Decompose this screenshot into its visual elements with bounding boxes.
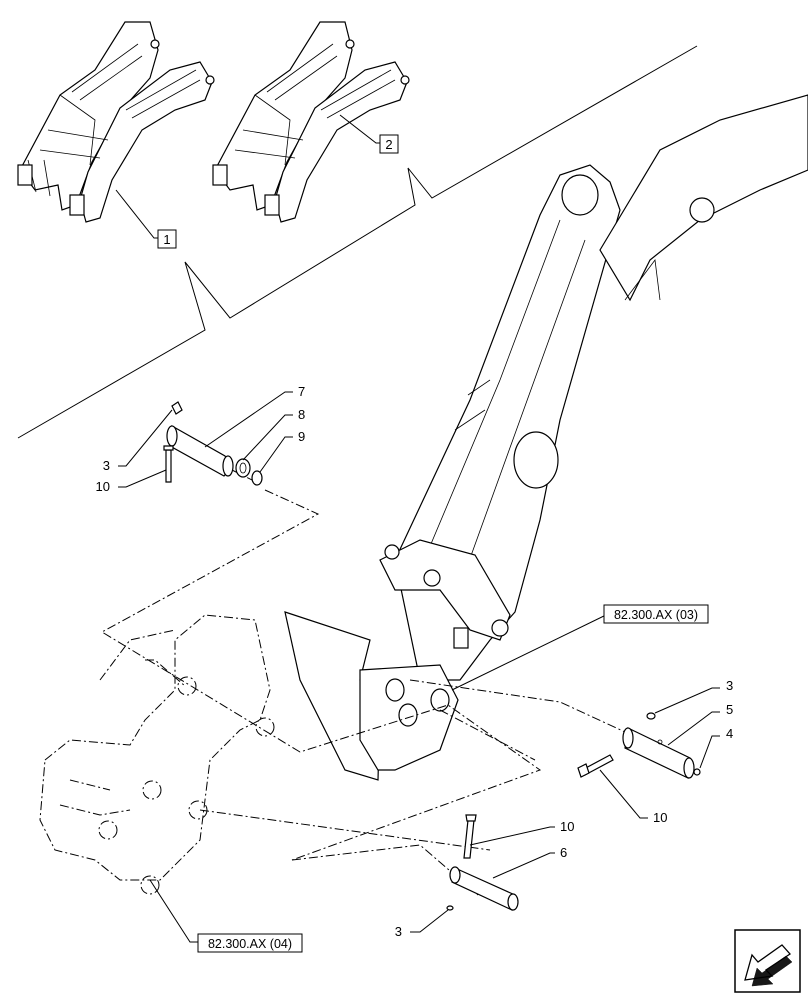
reference-top-label: 82.300.AX (03) [614, 608, 698, 622]
leader-3c [410, 909, 449, 933]
leader-10a [118, 469, 167, 488]
bottom-pin-group [446, 814, 519, 911]
callout-9: 9 [298, 429, 305, 444]
callout-box-2: 2 [379, 134, 399, 154]
leader-9 [259, 436, 293, 473]
leader-10c [469, 826, 555, 846]
callout-10b: 10 [653, 810, 667, 825]
callout-5: 5 [726, 702, 733, 717]
reference-box-bottom[interactable]: 82.300.AX (04) [197, 933, 303, 953]
reference-box-top[interactable]: 82.300.AX (03) [603, 604, 709, 624]
callout-3c: 3 [395, 924, 402, 939]
callout-4: 4 [726, 726, 733, 741]
right-pin-group [577, 712, 701, 779]
callout-box-1: 1 [157, 229, 177, 249]
callout-2: 2 [385, 137, 392, 152]
leader-4 [699, 735, 720, 769]
leader-3a [118, 409, 173, 467]
callout-3a: 3 [103, 458, 110, 473]
callout-10c: 10 [560, 819, 574, 834]
leader-10b [599, 769, 648, 819]
callout-6: 6 [560, 845, 567, 860]
upper-pin-group [163, 401, 263, 486]
loader-frame-thumbnail-2 [212, 21, 410, 223]
callout-1: 1 [163, 232, 170, 247]
leader-6 [492, 852, 555, 879]
callout-8: 8 [298, 407, 305, 422]
break-line [17, 45, 698, 439]
callout-10a: 10 [96, 479, 110, 494]
leader-8 [242, 414, 293, 461]
leader-ref-bottom [149, 879, 198, 943]
reference-bottom-label: 82.300.AX (04) [208, 937, 292, 951]
loader-frame-thumbnail-1 [17, 21, 215, 223]
leader-5 [667, 711, 720, 746]
next-page-arrow-icon[interactable] [734, 929, 801, 993]
callout-3b: 3 [726, 678, 733, 693]
leader-7 [204, 391, 293, 448]
assembly-lines [100, 469, 676, 896]
callout-7: 7 [298, 384, 305, 399]
leader-1 [115, 189, 158, 239]
leader-ref-top [451, 613, 609, 691]
mounting-bracket [39, 614, 275, 895]
leader-2 [339, 114, 380, 144]
leader-3b [654, 687, 720, 714]
